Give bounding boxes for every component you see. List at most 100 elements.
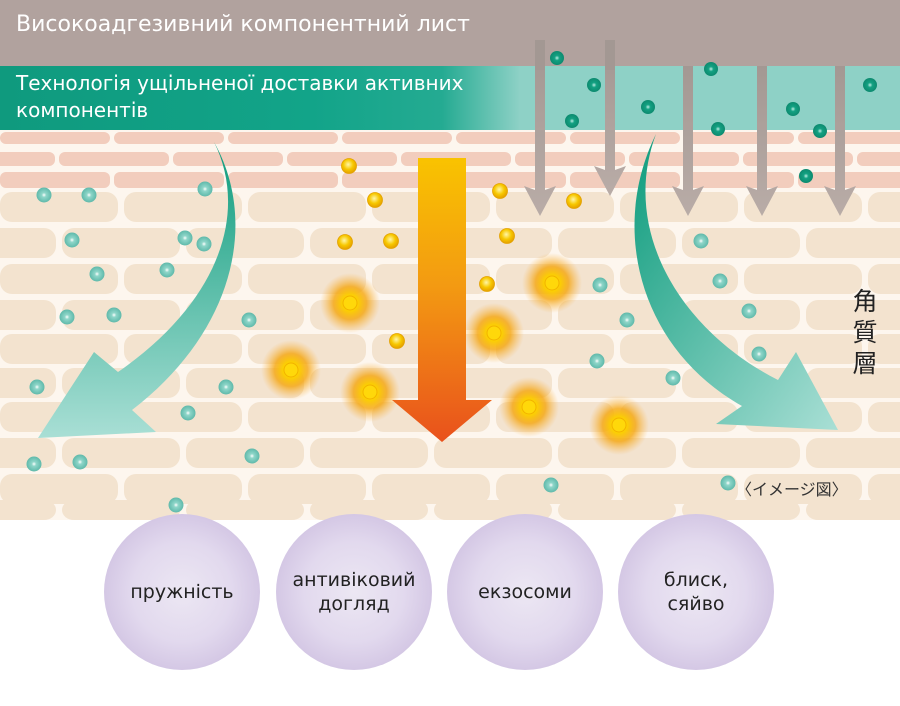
skin-cell (0, 334, 118, 364)
benefit-label: антивіковий догляд (292, 569, 416, 615)
teal-particle-icon (799, 169, 813, 183)
skin-cell (186, 228, 304, 258)
gold-particle-icon (367, 192, 383, 208)
skin-cell (744, 334, 862, 364)
skin-cell (496, 334, 614, 364)
skin-layer (0, 130, 900, 520)
gold-particle-icon (383, 233, 399, 249)
teal-particle-icon (177, 230, 193, 246)
benefit-bubble-elasticity: пружність (104, 514, 260, 670)
penetration-arrow (524, 50, 556, 216)
teal-particle-icon (26, 456, 42, 472)
skin-cell (186, 438, 304, 468)
teal-particle-icon (711, 122, 725, 136)
skin-cell (0, 228, 56, 258)
teal-particle-icon (159, 262, 175, 278)
teal-particle-icon (786, 102, 800, 116)
glow-core (544, 275, 560, 291)
benefit-bubble-exosomes: екзосоми (447, 514, 603, 670)
teal-particle-icon (565, 114, 579, 128)
sheet-title: Високоадгезивний компонентний лист (16, 12, 470, 37)
skin-cell (558, 500, 676, 520)
skin-cell (0, 264, 118, 294)
glow-core (283, 362, 299, 378)
teal-particle-icon (72, 454, 88, 470)
teal-particle-icon (741, 303, 757, 319)
teal-particle-icon (36, 187, 52, 203)
skin-cell (868, 192, 900, 222)
teal-particle-icon (550, 51, 564, 65)
delivery-title: Технологія ущільненої доставки активних … (16, 71, 464, 122)
teal-particle-icon (619, 312, 635, 328)
skin-cell (744, 264, 862, 294)
skin-cell (310, 228, 428, 258)
skin-cell (310, 438, 428, 468)
penetration-arrow-shaft (535, 40, 545, 70)
skin-cell (744, 474, 862, 504)
teal-particle-icon (665, 370, 681, 386)
skin-cell (124, 192, 242, 222)
glow-core (362, 384, 378, 400)
skin-cell (62, 500, 180, 520)
penetration-arrow-shaft (605, 40, 615, 70)
sheet-band (0, 0, 900, 66)
teal-particle-icon (81, 187, 97, 203)
skin-cell (124, 474, 242, 504)
skin-cell (0, 172, 110, 188)
benefit-bubble-glow: блиск, сяйво (618, 514, 774, 670)
teal-particle-icon (587, 78, 601, 92)
skin-cell (868, 474, 900, 504)
skin-cell (620, 402, 738, 432)
teal-particle-icon (64, 232, 80, 248)
benefit-label: екзосоми (478, 581, 572, 603)
orange-down-arrow (392, 158, 492, 442)
teal-particle-icon (197, 181, 213, 197)
penetration-arrow (594, 50, 626, 196)
skin-cell (59, 152, 169, 166)
penetration-arrow (824, 66, 856, 216)
teal-particle-icon (244, 448, 260, 464)
skin-cell (496, 192, 614, 222)
skin-cell (0, 438, 56, 468)
skin-cell (558, 300, 676, 330)
skin-cell (682, 228, 800, 258)
teal-particle-icon (641, 100, 655, 114)
teal-particle-icon (180, 405, 196, 421)
skin-cell (0, 132, 110, 144)
skin-cell (173, 152, 283, 166)
gold-particle-icon (492, 183, 508, 199)
skin-cell (248, 474, 366, 504)
skin-cell (570, 172, 680, 188)
delivery-band-label-bg (0, 66, 520, 130)
skin-cell (806, 500, 900, 520)
teal-particle-icon (29, 379, 45, 395)
teal-particle-icon (218, 379, 234, 395)
skin-cell (0, 368, 56, 398)
teal-particle-icon (106, 307, 122, 323)
skin-cell (342, 132, 452, 144)
skin-cell (62, 438, 180, 468)
gold-particle-icon (337, 234, 353, 250)
teal-particle-icon (59, 309, 75, 325)
skin-cell (372, 474, 490, 504)
skin-cell (806, 228, 900, 258)
left-curved-arrow (38, 142, 236, 438)
teal-particle-icon (89, 266, 105, 282)
benefit-label: блиск, сяйво (663, 569, 729, 615)
skin-cell (806, 368, 900, 398)
teal-particle-icon (589, 353, 605, 369)
teal-particle-icon (704, 62, 718, 76)
skin-cell (857, 152, 900, 166)
benefit-bubble-anti-aging: антивіковий догляд (276, 514, 432, 670)
skin-cell (0, 474, 118, 504)
glow-core (486, 325, 502, 341)
skin-cell (114, 172, 224, 188)
glow-core (611, 417, 627, 433)
skin-cell (570, 132, 680, 144)
skin-cell (806, 300, 900, 330)
gold-particle-icon (479, 276, 495, 292)
right-curved-arrow (634, 134, 838, 430)
teal-particle-icon (813, 124, 827, 138)
skin-cell (228, 172, 338, 188)
